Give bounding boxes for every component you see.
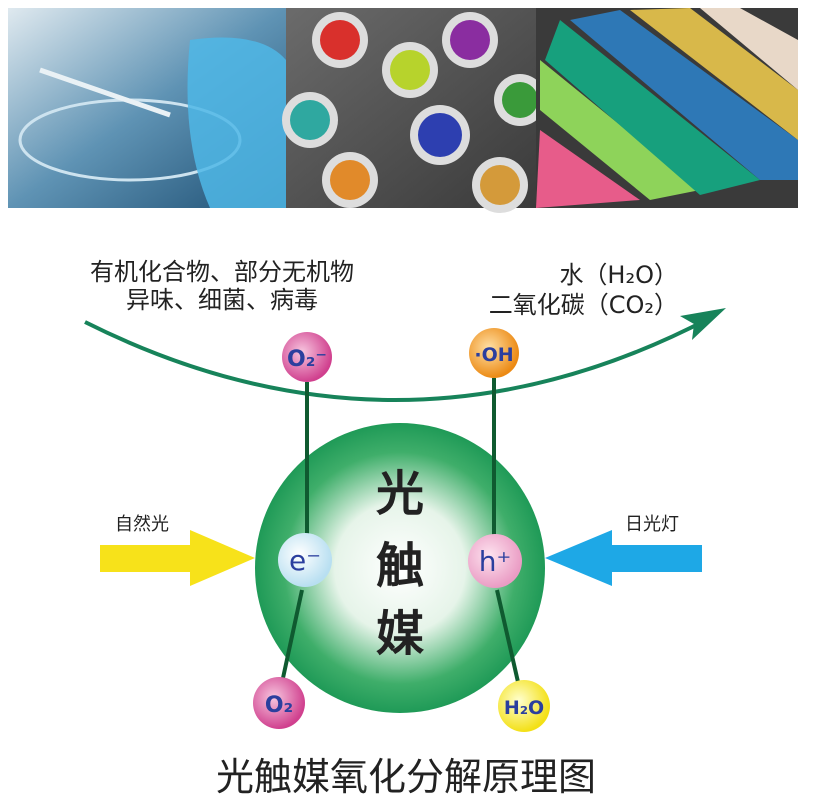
- photo-paint-cans: [282, 8, 546, 213]
- reaction-lines: [281, 378, 520, 683]
- svg-text:O₂⁻: O₂⁻: [287, 347, 327, 372]
- catalyst-char-2: 触: [376, 538, 424, 594]
- natural-light-arrow-icon: [100, 530, 255, 586]
- inputs-label-line2: 异味、细菌、病毒: [126, 286, 318, 314]
- outputs-label-line1: 水（H₂O）: [559, 261, 678, 289]
- inputs-label-line1: 有机化合物、部分无机物: [90, 258, 354, 286]
- hole-particle: h⁺: [468, 534, 522, 588]
- photo-colored-hoses: [536, 8, 798, 208]
- flow-arrowhead-icon: [680, 308, 726, 340]
- light-left-label: 自然光: [115, 514, 169, 535]
- light-right-label: 日光灯: [625, 514, 679, 535]
- catalyst-sphere: [255, 423, 545, 713]
- outputs-label-line2: 二氧化碳（CO₂）: [489, 291, 678, 319]
- flow-arrow-curve: [84, 316, 711, 402]
- svg-text:e⁻: e⁻: [289, 544, 321, 577]
- electron-particle: e⁻: [278, 533, 332, 587]
- hydroxyl-particle: ·OH: [469, 328, 519, 378]
- water-particle: H₂O: [498, 680, 550, 732]
- catalyst-char-1: 光: [376, 466, 424, 522]
- svg-text:h⁺: h⁺: [479, 545, 512, 578]
- superoxide-particle: O₂⁻: [282, 332, 332, 382]
- diagram-title: 光触媒氧化分解原理图: [216, 755, 596, 799]
- photo-lab-petri-dish: [8, 8, 286, 208]
- svg-text:H₂O: H₂O: [504, 697, 544, 719]
- svg-text:·OH: ·OH: [474, 344, 513, 366]
- fluorescent-light-arrow-icon: [545, 530, 702, 586]
- svg-text:O₂: O₂: [265, 693, 293, 718]
- oxygen-particle: O₂: [253, 677, 305, 729]
- catalyst-char-3: 媒: [376, 606, 425, 662]
